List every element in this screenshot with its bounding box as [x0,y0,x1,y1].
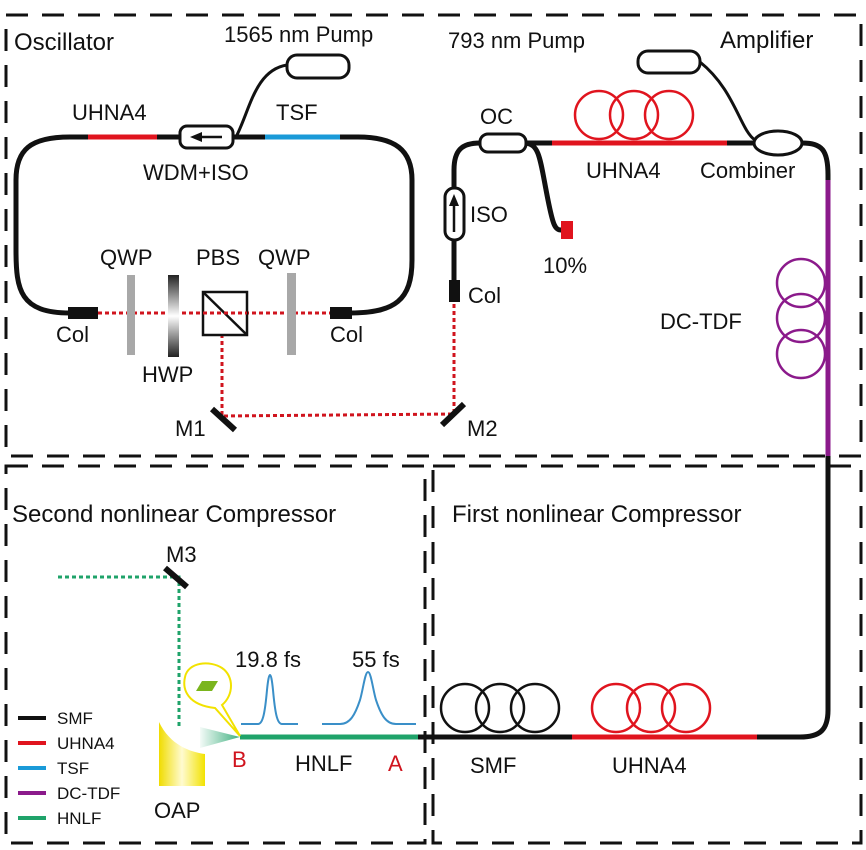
pulse-19-8fs [241,673,298,725]
tsf-label: TSF [276,100,318,125]
oap-label: OAP [154,798,200,823]
hwp-label: HWP [142,362,193,387]
amplifier-title: Amplifier [720,27,813,54]
oc-label: OC [480,104,513,129]
pump-793-label: 793 nm Pump [448,28,585,53]
qwp-left [127,275,135,355]
compressed-output-beam [58,575,181,726]
legend-item-smf: SMF [18,709,93,728]
pump-793-component [636,49,702,75]
m2-label: M2 [467,416,498,441]
oscillator-title: Oscillator [14,29,114,56]
first-compressor-box [431,464,863,845]
fiber-facet-icon [196,681,218,691]
collimator-right [330,307,352,319]
uhna4-compressor-label: UHNA4 [612,753,687,778]
hnlf-label: HNLF [295,751,352,776]
legend-item-dc-tdf: DC-TDF [18,784,120,803]
smf-return-fiber [757,456,831,740]
oscillator-ring [13,134,415,316]
ten-percent-label: 10% [543,253,587,278]
mirror-m1 [209,406,238,433]
pump-combiner [752,129,804,157]
m1-label: M1 [175,416,206,441]
smf-coil-compressor [439,682,561,734]
qwp-right [287,273,296,355]
collimator-amplifier [449,280,460,302]
combiner-label: Combiner [700,158,795,183]
pulse-short-label: 19.8 fs [235,647,301,672]
mirror-m2 [439,401,467,428]
smf-label: SMF [470,753,516,778]
uhna4-oscillator-label: UHNA4 [72,100,147,125]
legend-label: DC-TDF [57,784,120,803]
legend-label: HNLF [57,809,101,828]
iso-label: ISO [470,202,508,227]
arrow-left-icon [190,132,222,142]
legend-item-tsf: TSF [18,759,89,778]
qwp-left-label: QWP [100,245,153,270]
callout-bubble [183,662,241,737]
pulse-long-label: 55 fs [352,647,400,672]
oap-mirror [159,722,205,786]
free-space-beam-output [220,303,456,418]
oscillator-amplifier-box [4,13,863,458]
point-a-label: A [388,751,403,776]
pump-fiber-1565 [234,63,288,138]
output-coupler [478,132,528,154]
uhna4-amplifier-label: UHNA4 [586,158,661,183]
mirror-m3 [163,565,189,590]
qwp-right-label: QWP [258,245,311,270]
dc-tdf-coil [775,257,827,380]
arrow-up-icon [449,194,459,232]
col-left-label: Col [56,322,89,347]
dc-tdf-label: DC-TDF [660,309,742,334]
legend-label: SMF [57,709,93,728]
point-b-label: B [232,747,247,772]
col-right-label: Col [330,322,363,347]
m3-label: M3 [166,542,197,567]
pump-1565-label: 1565 nm Pump [224,22,373,47]
pump-fiber-793 [699,60,756,142]
collimator-left [68,307,98,319]
uhna4-coil-compressor [590,682,712,734]
second-compressor-title: Second nonlinear Compressor [12,501,336,528]
wdm-iso-label: WDM+ISO [143,160,249,185]
hwp [168,275,179,357]
col-amp-label: Col [468,283,501,308]
pulse-55fs [322,670,416,725]
output-beam-cone [200,727,240,748]
uhna4-coil-amplifier [573,89,695,141]
pump-1565-component [285,53,351,80]
first-compressor-title: First nonlinear Compressor [452,501,741,528]
output-port-10-percent [561,221,573,239]
legend-item-uhna4: UHNA4 [18,734,115,753]
legend-label: UHNA4 [57,734,115,753]
legend-label: TSF [57,759,89,778]
pbs-label: PBS [196,245,240,270]
legend-item-hnlf: HNLF [18,809,101,828]
